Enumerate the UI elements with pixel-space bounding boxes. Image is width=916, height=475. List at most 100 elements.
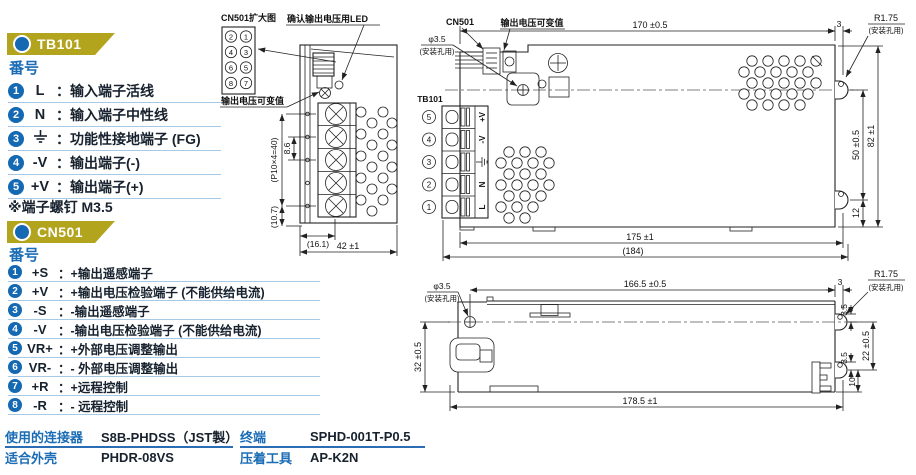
list-item: 3 -S： -输出遥感端子 <box>8 301 320 320</box>
item-number-badge: 1 <box>8 82 24 99</box>
svg-text:6: 6 <box>229 64 233 73</box>
mounting-bracket <box>506 72 540 106</box>
tb101-header-banner: TB101 <box>7 33 115 55</box>
list-item: 1 +S： +输出遥感端子 <box>8 263 320 282</box>
cn501-header-label: CN501 <box>37 224 84 240</box>
list-item: 5 +V： 输出端子(+) <box>8 175 221 199</box>
dim-175: 175 ±1 <box>626 232 653 242</box>
svg-text:2: 2 <box>229 33 233 42</box>
vent-holes <box>738 55 822 111</box>
dim-10: 10 <box>847 377 857 387</box>
list-item: 5 VR+： +外部电压调整输出 <box>8 339 320 358</box>
rail-clip <box>540 304 559 316</box>
vout-label-side: 输出电压可变值 <box>221 95 284 106</box>
connector-spec-table-right: 终端 SPHD-001T-P0.5 压着工具 AP-K2N <box>240 427 425 467</box>
svg-text:N: N <box>478 181 487 187</box>
item-number-bad­ge: 6 <box>8 360 22 374</box>
svg-text:1: 1 <box>244 33 248 42</box>
mounting-hole <box>517 84 529 96</box>
tb101-terminal-list: 1 L： 输入端子活线 2 N： 输入端子中性线 3 ： 功能性接地端子 (FG… <box>8 79 221 199</box>
ground-icon <box>476 157 488 167</box>
bottom-view-drawing: φ3.5 (安装孔用) R1.75 (安装孔用) 166.5 ±0.5 3 3.… <box>413 269 905 411</box>
dim-82: 82 ±1 <box>866 125 876 147</box>
mount-note-r-bottom: (安装孔用) <box>869 282 904 292</box>
led-indicator <box>334 80 344 90</box>
list-item: 2 +V： +输出电压检验端子 (不能供给电流) <box>8 282 320 301</box>
cn501-terminal-list: 1 +S： +输出遥感端子 2 +V： +输出电压检验端子 (不能供给电流) 3… <box>8 263 320 415</box>
r175-label-bottom: R1.75 <box>874 269 898 279</box>
led-label: 确认输出电压用LED <box>287 13 369 24</box>
dim-8-6: 8.6 <box>282 142 292 154</box>
earth-ground-icon <box>24 129 56 148</box>
item-number-badge: 2 <box>8 284 22 298</box>
dim-178-5: 178.5 ±1 <box>623 396 658 406</box>
r175-label-top: R1.75 <box>874 13 898 23</box>
list-item: 4 -V： -输出电压检验端子 (不能供给电流) <box>8 320 320 339</box>
svg-text:8: 8 <box>229 79 233 88</box>
list-item: 4 -V： 输出端子(-) <box>8 151 221 175</box>
phi-label-top: φ3.5 <box>428 34 446 44</box>
svg-text:3: 3 <box>244 48 248 57</box>
dim-3-5-upper: 3.5 <box>839 304 849 316</box>
connector-spec-table-left: 使用的连接器 S8B-PHDSS（JST製） 适合外壳 PHDR-08VS <box>5 427 238 467</box>
terminal-screws <box>325 103 347 217</box>
bottom-view-dimensions: 166.5 ±0.5 3 3.5 22 ±0.5 3.5 10 32 ±0.5 <box>413 277 877 411</box>
leader-line <box>341 24 365 81</box>
potentiometer <box>319 87 331 99</box>
item-number-badge: 3 <box>8 303 22 317</box>
side-view-drawing: (P10×4=40) 8.6 (10.7) (16.1) 42 ±1 <box>269 44 398 256</box>
callout-labels: 确认输出电压用LED 输出电压可变值 <box>220 13 380 108</box>
dim-12: 12 <box>851 208 861 218</box>
svg-text:4: 4 <box>229 48 233 57</box>
item-number-badge: 2 <box>8 106 24 123</box>
table-row: 适合外壳 PHDR-08VS <box>5 450 174 466</box>
keyhole-slots <box>835 313 848 379</box>
vent-holes <box>495 146 555 224</box>
keyhole-slots <box>835 80 849 210</box>
item-number-badge: 7 <box>8 379 22 393</box>
dim-3-bottom: 3 <box>838 277 843 287</box>
list-item: 7 +R： +远程控制 <box>8 377 320 396</box>
item-number-badge: 4 <box>8 154 24 171</box>
dim-3-top: 3 <box>837 19 842 29</box>
dim-166-5: 166.5 ±0.5 <box>624 279 666 289</box>
dim-32: 32 ±0.5 <box>413 342 423 372</box>
item-number-badge: 5 <box>8 341 22 355</box>
leader-line <box>257 47 337 63</box>
dim-42: 42 ±1 <box>337 241 359 251</box>
vout-trimmer <box>502 50 517 73</box>
top-view-drawing: +V -V N L TB101 5 4 3 2 1 <box>417 13 905 261</box>
list-item: 8 -R： - 远程控制 <box>8 396 320 415</box>
dim-22: 22 ±0.5 <box>861 331 871 361</box>
list-item: 3 ： 功能性接地端子 (FG) <box>8 127 221 151</box>
item-number-badge: 4 <box>8 322 22 336</box>
svg-text:7: 7 <box>244 79 248 88</box>
item-number-badge: 3 <box>8 130 24 147</box>
tb101-view-label: TB101 <box>417 94 443 104</box>
mount-note-r-top: (安装孔用) <box>869 25 904 35</box>
vent-holes <box>355 106 398 217</box>
svg-text:5: 5 <box>427 113 432 122</box>
table-row: 终端 SPHD-001T-P0.5 <box>240 427 425 448</box>
svg-text:3: 3 <box>427 158 432 167</box>
cn501-list-title: 番号 <box>9 247 40 264</box>
phi-label-bottom: φ3.5 <box>433 281 451 291</box>
svg-text:1: 1 <box>427 203 432 212</box>
dim-50: 50 ±0.5 <box>851 130 861 160</box>
terminal-block-side <box>305 102 357 218</box>
bottom-connector <box>811 361 832 394</box>
dim-170: 170 ±0.5 <box>633 20 668 30</box>
cn501-header-banner: CN501 <box>7 221 115 243</box>
item-number-badge: 5 <box>8 178 24 195</box>
vout-label-top: 输出电压可变值 <box>500 17 563 28</box>
tb101-header-label: TB101 <box>37 36 82 52</box>
cn501-enlarged-title: CN501扩大图 <box>221 12 276 23</box>
dim-16-1: (16.1) <box>307 239 329 249</box>
dim-pitch: (P10×4=40) <box>269 137 279 182</box>
mount-note-bottom: (安装孔用) <box>425 293 460 303</box>
svg-text:-V: -V <box>478 135 487 144</box>
svg-text:+V: +V <box>478 111 487 122</box>
